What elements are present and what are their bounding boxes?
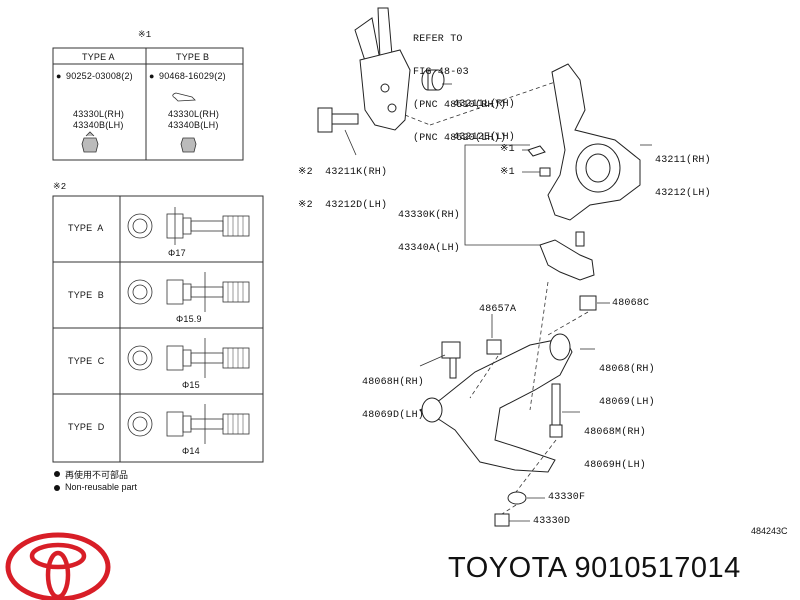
callout-43211k-lh: ※2 43212D(LH) [298,200,388,211]
lower-arm-drawing [418,333,573,473]
table1-note-marker: ※1 [138,30,152,40]
non-reusable-dot-a: ● [56,71,62,81]
callout-48068m-lh: 48069H(LH) [584,460,647,471]
table1-a-rh: 43330L(RH) [73,109,125,119]
callout-43211-rh: 43211(RH) [655,155,711,166]
callout-refer-line-3: (PNC 48510(RH)) [413,100,507,111]
callout-refer-line-1: REFER TO [413,34,463,45]
callout-48068-lh: 48069(LH) [599,397,655,408]
callout-refer-line-2: FIG 48-03 [413,67,469,78]
non-reusable-dot-b: ● [149,71,155,81]
table2-row-d-type: TYPE D [68,422,105,432]
callout-43211-lh: 43212(LH) [655,188,711,199]
table2-row-b-type: TYPE B [68,290,104,300]
callout-48657a: 48657A [479,304,517,315]
legend-dot-en [54,485,60,491]
table2-row-c-dia: Φ15 [182,380,200,390]
callout-43211l-rh: 43211L(RH) [453,99,516,110]
toyota-logo [5,532,111,600]
leader-lines [344,83,652,522]
footer-part-number: TOYOTA 9010517014 [448,552,741,584]
table2-note-marker: ※2 [53,182,67,192]
table1-header-a: TYPE A [82,52,115,62]
callout-43330d: 43330D [533,516,571,527]
knuckle-drawing [547,63,641,221]
table2-row-a-dia: Φ17 [168,248,186,258]
callout-48068h-lh: 48069D(LH) [362,410,425,421]
callout-43211: 43211(RH) 43212(LH) [655,133,711,210]
callout-48068m: 48068M(RH) 48069H(LH) [584,405,646,482]
callout-43211l-lh: 43212E(LH) [453,132,516,143]
callout-43211k-rh: ※2 43211K(RH) [298,167,388,178]
table1-part-b: 90468-16029(2) [159,71,226,81]
clip-icon-b [172,92,197,153]
table1-b-rh: 43330L(RH) [168,109,220,119]
callout-43330k: 43330K(RH) 43340A(LH) [398,188,460,265]
dashed-lines [404,81,589,515]
bushing-43211l [421,69,445,91]
ball-joint-drawing [539,231,595,281]
callout-43211k: ※2 43211K(RH) ※2 43212D(LH) [298,145,387,222]
table1-header-b: TYPE B [176,52,210,62]
callout-48068m-rh: 48068M(RH) [584,427,647,438]
callout-refer: REFER TO FIG 48-03 (PNC 48510(RH)) (PNC … [413,12,506,155]
table1-b-lh: 43340B(LH) [168,120,219,130]
table-1-frame [52,47,244,161]
bolt-43211k [317,107,359,133]
table2-row-a-type: TYPE A [68,223,104,233]
callout-48068-rh: 48068(RH) [599,364,655,375]
callout-48068h: 48068H(RH) 48069D(LH) [362,355,424,432]
callout-43330k-rh: 43330K(RH) [398,210,461,221]
callout-refer-line-4: (PNC 48520(LH)) [413,133,507,144]
callout-star1-b: ※1 [500,167,515,178]
legend-jp: 再使用不可部品 [65,471,129,481]
table2-row-c-type: TYPE C [68,356,105,366]
legend-en: Non-reusable part [65,482,138,492]
small-parts [441,145,597,527]
table1-a-lh: 43340B(LH) [73,120,124,130]
callout-43211l: 43211L(RH) 43212E(LH) [453,77,515,154]
table1-part-a: 90252-03008(2) [66,71,133,81]
diagram-id: 484243C [751,526,788,536]
thread-hatching [227,216,244,434]
callout-48068: 48068(RH) 48069(LH) [599,342,655,419]
table-2-frame [52,195,264,463]
callout-star1-a: ※1 [500,144,515,155]
callout-48068h-rh: 48068H(RH) [362,377,425,388]
bolt-drawings [127,207,250,444]
clip-icon-a [81,131,99,153]
legend-dot-jp [54,471,60,477]
table2-row-d-dia: Φ14 [182,446,200,456]
strut-drawing [354,7,411,131]
callout-48068c: 48068C [612,298,650,309]
table2-row-b-dia: Φ15.9 [176,314,202,324]
callout-43330f: 43330F [548,492,586,503]
callout-43330k-lh: 43340A(LH) [398,243,461,254]
